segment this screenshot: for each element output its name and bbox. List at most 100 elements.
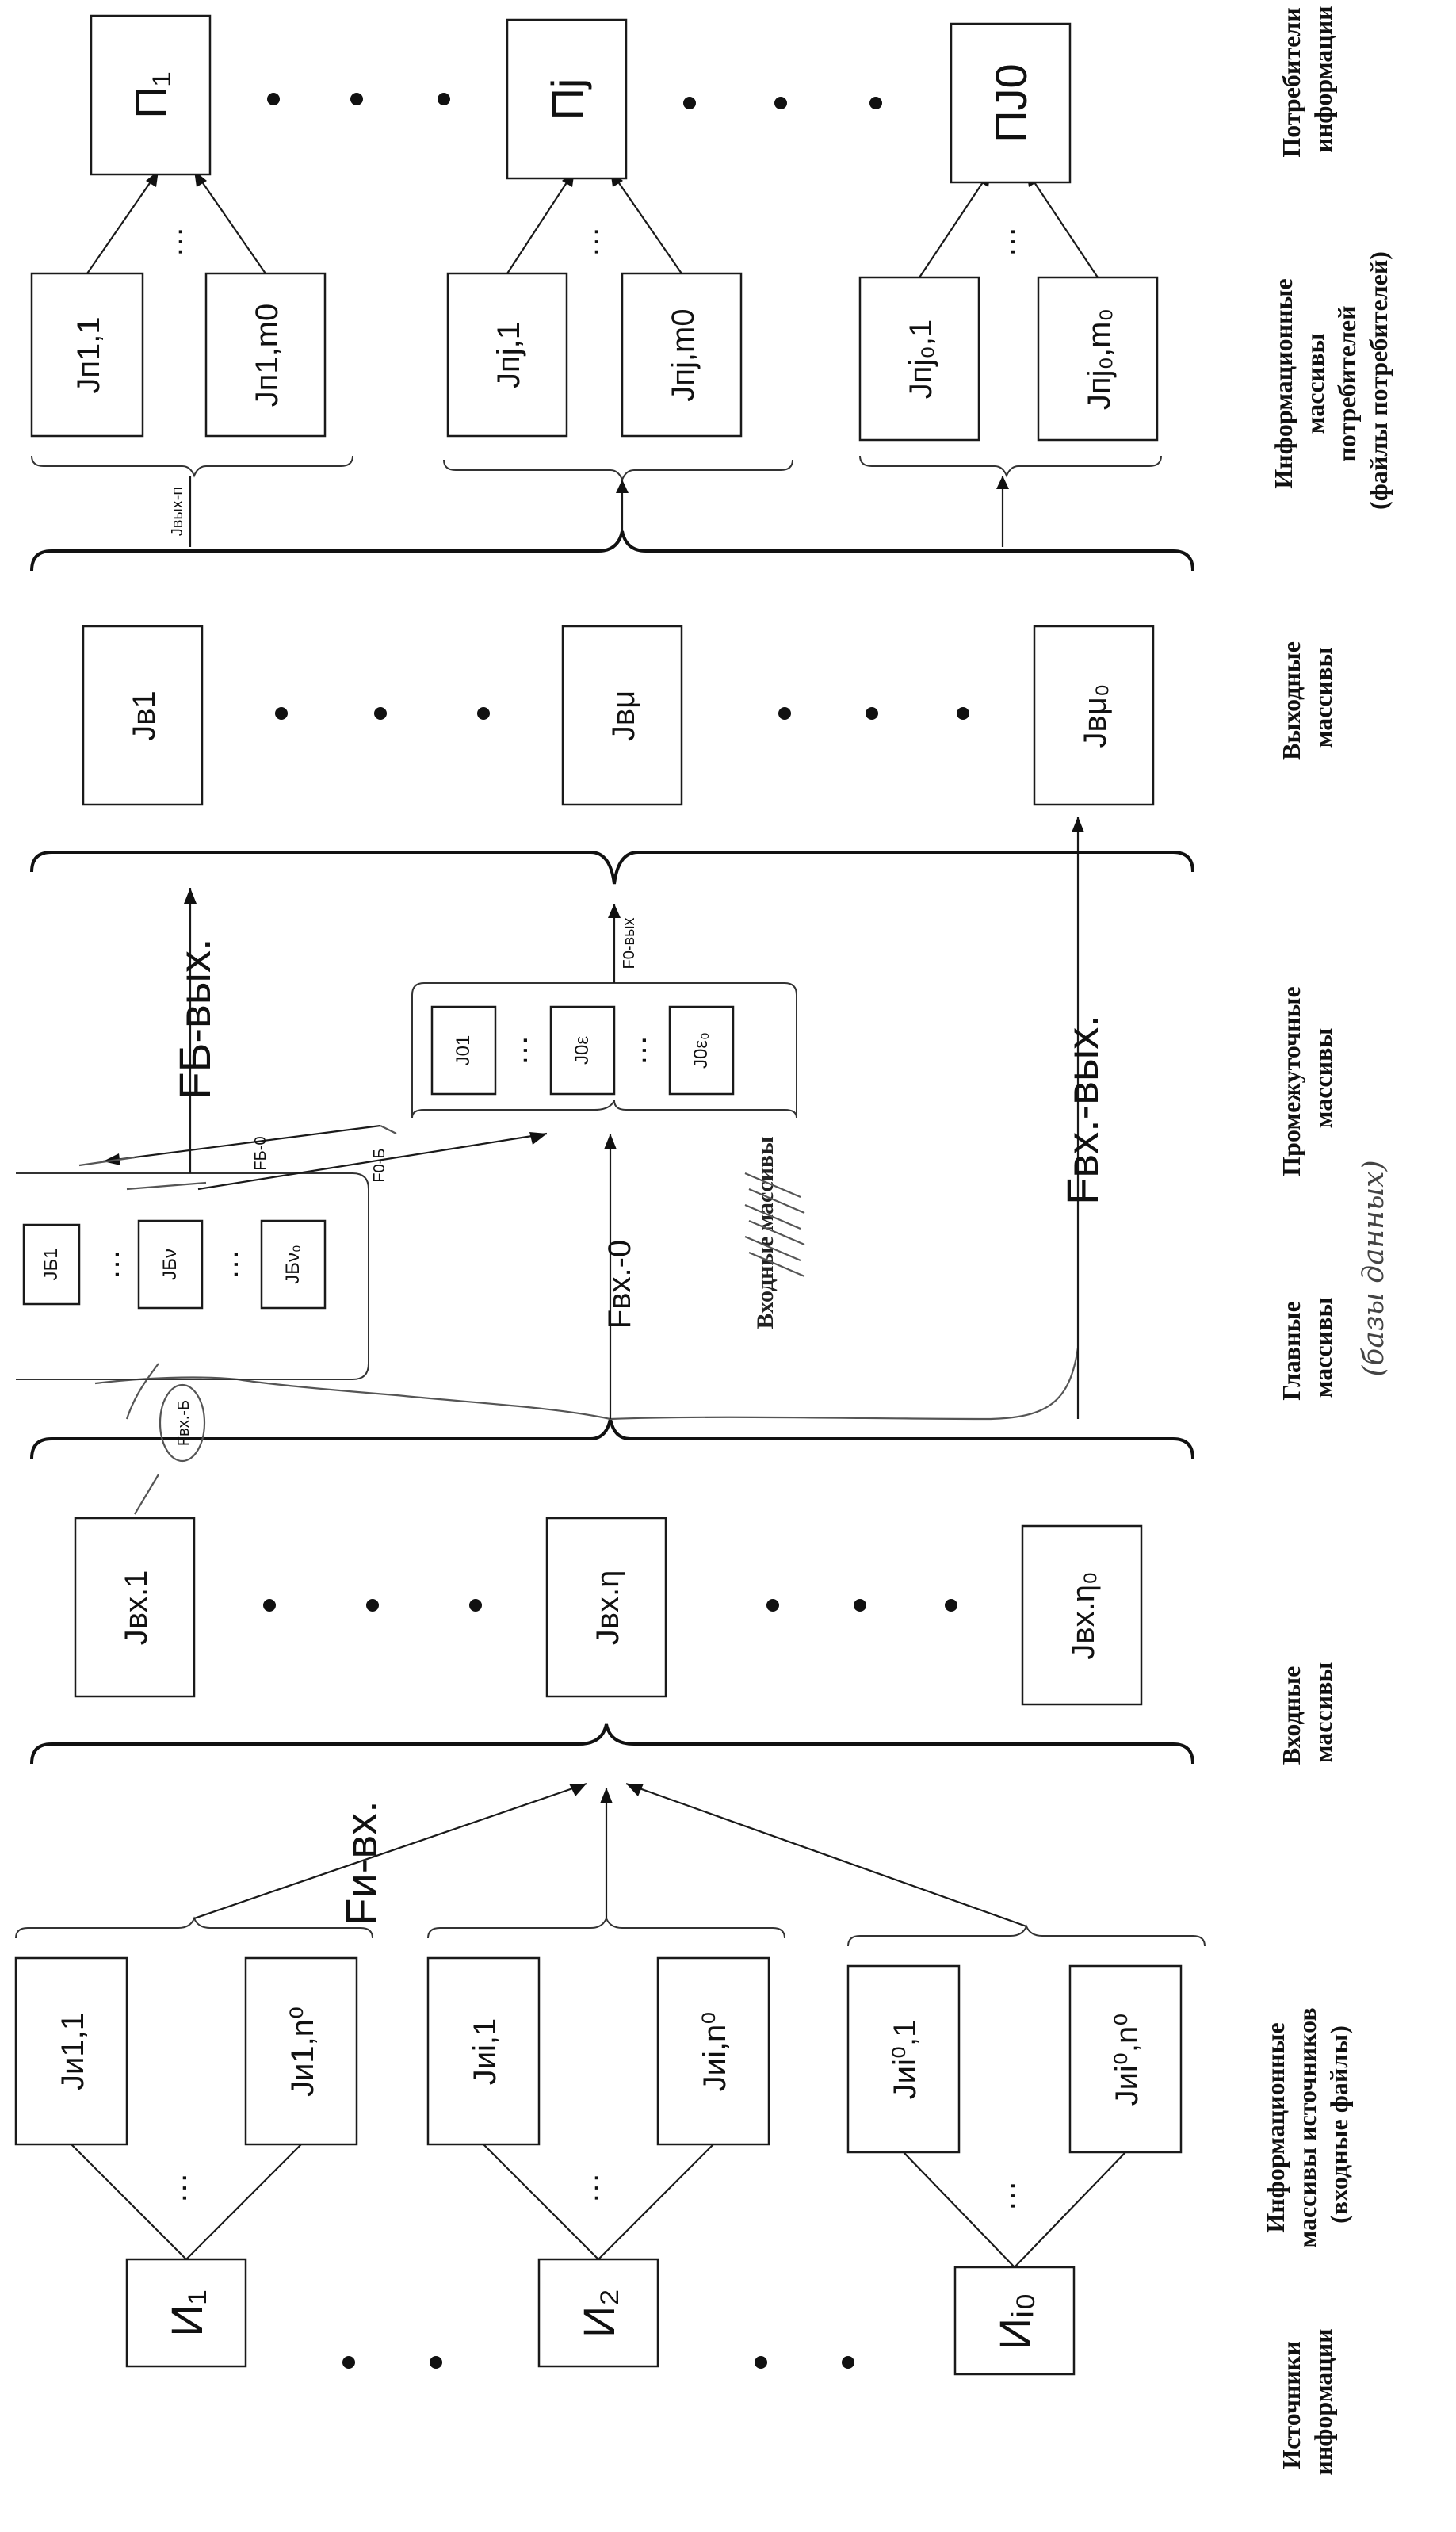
input-array-box [545,1517,667,1698]
source-box-1 [125,2258,247,2368]
handdrawn-circle [159,1383,206,1463]
consumers-column: П₁ Пj ПJ0 [90,14,1072,184]
flow-label-out-to-consumer: Jвых-п [169,487,186,537]
input-to-output-arrow: Fвх.-вых. [1057,817,1107,1419]
intermediate-array-box [549,1005,616,1096]
caption-sources: Источники информации [1277,2328,1337,2475]
dot [683,97,696,109]
source-file-box [14,1956,128,2146]
consumer-file-label: Jп1,1 [71,316,106,393]
consumer-files-column: Jп1,1 Jп1,m0 Jпj,1 Jпj,m0 Jпj₀,1 Jпj₀,m₀ [30,272,1159,442]
source-file-box [846,1964,961,2154]
intermediate-brace [411,982,797,1119]
consumer-file-label: Jпj,m0 [666,308,701,401]
dot [350,93,363,105]
ellipsis: … [91,1249,126,1280]
main-array-box [137,1219,204,1310]
source-file-label: Jиi⁰,n⁰ [1110,2014,1145,2106]
output-upper-brace [30,530,1194,572]
source-file-label: Jиi,n⁰ [697,2012,732,2092]
flow-label-inter-to-out: F0-вых [621,918,638,970]
output-array-box [1033,625,1155,806]
dot [945,1599,957,1612]
ellipsis: … [571,226,606,258]
dot [438,93,450,105]
output-lower-brace [30,851,1194,885]
input-array-box [74,1517,196,1698]
consumer-file-box [858,276,980,442]
flow-label-main-to-out: FБ-вых. [170,938,220,1099]
consumer-file-box [204,272,327,438]
intermediate-array-label: J0ε [571,1036,593,1065]
dot [469,1599,482,1612]
consumer-file-label: Jпj₀,1 [904,319,938,400]
ellipsis: … [618,1035,653,1066]
caption-consumers: Потребители информации [1277,1,1337,157]
consumer-box [950,22,1072,184]
dot [342,2356,355,2369]
main-array-box [260,1219,327,1310]
intermediate-to-output-arrow: F0-вых [608,904,638,983]
flow-label-src-to-in: Fи-вх. [336,1800,386,1925]
source-file-braces [15,1916,1206,1947]
consumer-label: П₁ [126,71,176,118]
dot [374,707,387,720]
output-array-label: Jв1 [127,690,162,741]
sources-column: И₁ И₂ Иᵢ₀ [125,2258,1076,2376]
caption-input-arrays: Входные массивы [1277,1660,1337,1765]
source-files-column: Jи1,1 Jи1,n⁰ Jиi,1 Jиi,n⁰ Jиi⁰,1 Jиi⁰,n⁰ [14,1956,1183,2154]
dot [267,93,280,105]
source-file-box [656,1956,770,2146]
ellipsis: … [987,226,1022,258]
handdrawn-curve [94,1347,1080,1421]
main-intermediate-arrows: FБ-0 F0-Б [78,1124,548,1191]
source-label-2: И₂ [574,2289,624,2338]
intermediate-array-label: J01 [453,1035,474,1066]
caption-main-arrays-note: (базы данных) [1358,1160,1390,1376]
dot [854,1599,866,1612]
ellipsis: … [159,2172,193,2204]
dot [866,707,878,720]
main-array-box [22,1223,81,1306]
dot [766,1599,779,1612]
ellipsis: … [987,2180,1022,2212]
source-to-input-arrows: Fи-вх. [193,1782,1027,1928]
caption-main-arrays: Главные массивы [1277,1295,1337,1401]
caption-intermediate-arrays: Промежуточные массивы [1277,980,1337,1176]
dot [957,707,969,720]
output-array-label: Jвμ₀ [1078,684,1113,748]
source-file-label: Jиi⁰,1 [888,2020,923,2100]
source-file-arrows: … … … [71,2144,1126,2268]
input-brace [30,1723,1194,1765]
source-file-box [426,1956,541,2146]
consumer-file-label: Jпj₀,m₀ [1082,308,1117,410]
source-file-label: Jи1,1 [55,2013,90,2090]
output-arrays-column: Jв1 Jвμ Jвμ₀ [82,625,1155,806]
source-file-box [1068,1964,1183,2154]
consumer-file-label: Jп1,m0 [250,304,285,407]
output-array-label: Jвμ [606,690,641,741]
input-array-label: Jвх.η [590,1570,625,1646]
source-file-box [244,1956,358,2146]
main-brace-left [16,1189,369,1380]
dot [263,1599,276,1612]
input-array-label: Jвх.1 [119,1570,154,1646]
consumer-file-label: Jпj,1 [491,322,526,388]
source-label-1: И₁ [162,2289,212,2336]
input-to-intermediate-arrow: Fвх.-0 [602,1134,637,1419]
flow-label-inter-to-main: F0-Б [371,1148,388,1182]
consumer-file-arrows: … … … [86,170,1099,278]
dot [842,2356,854,2369]
source-box-2 [537,2258,659,2368]
main-array-label: JБν₀ [282,1245,304,1284]
main-to-output-arrow: FБ-вых. [170,888,220,1173]
dot [366,1599,379,1612]
handdrawn-curve [125,1363,159,1420]
consumer-file-braces [31,455,1162,482]
main-array-label: JБν [159,1249,181,1280]
source-file-label: Jи1,n⁰ [285,2006,320,2097]
intermediate-array-box [430,1005,497,1096]
consumer-label: Пj [542,78,592,120]
consumer-file-box [1037,276,1159,442]
